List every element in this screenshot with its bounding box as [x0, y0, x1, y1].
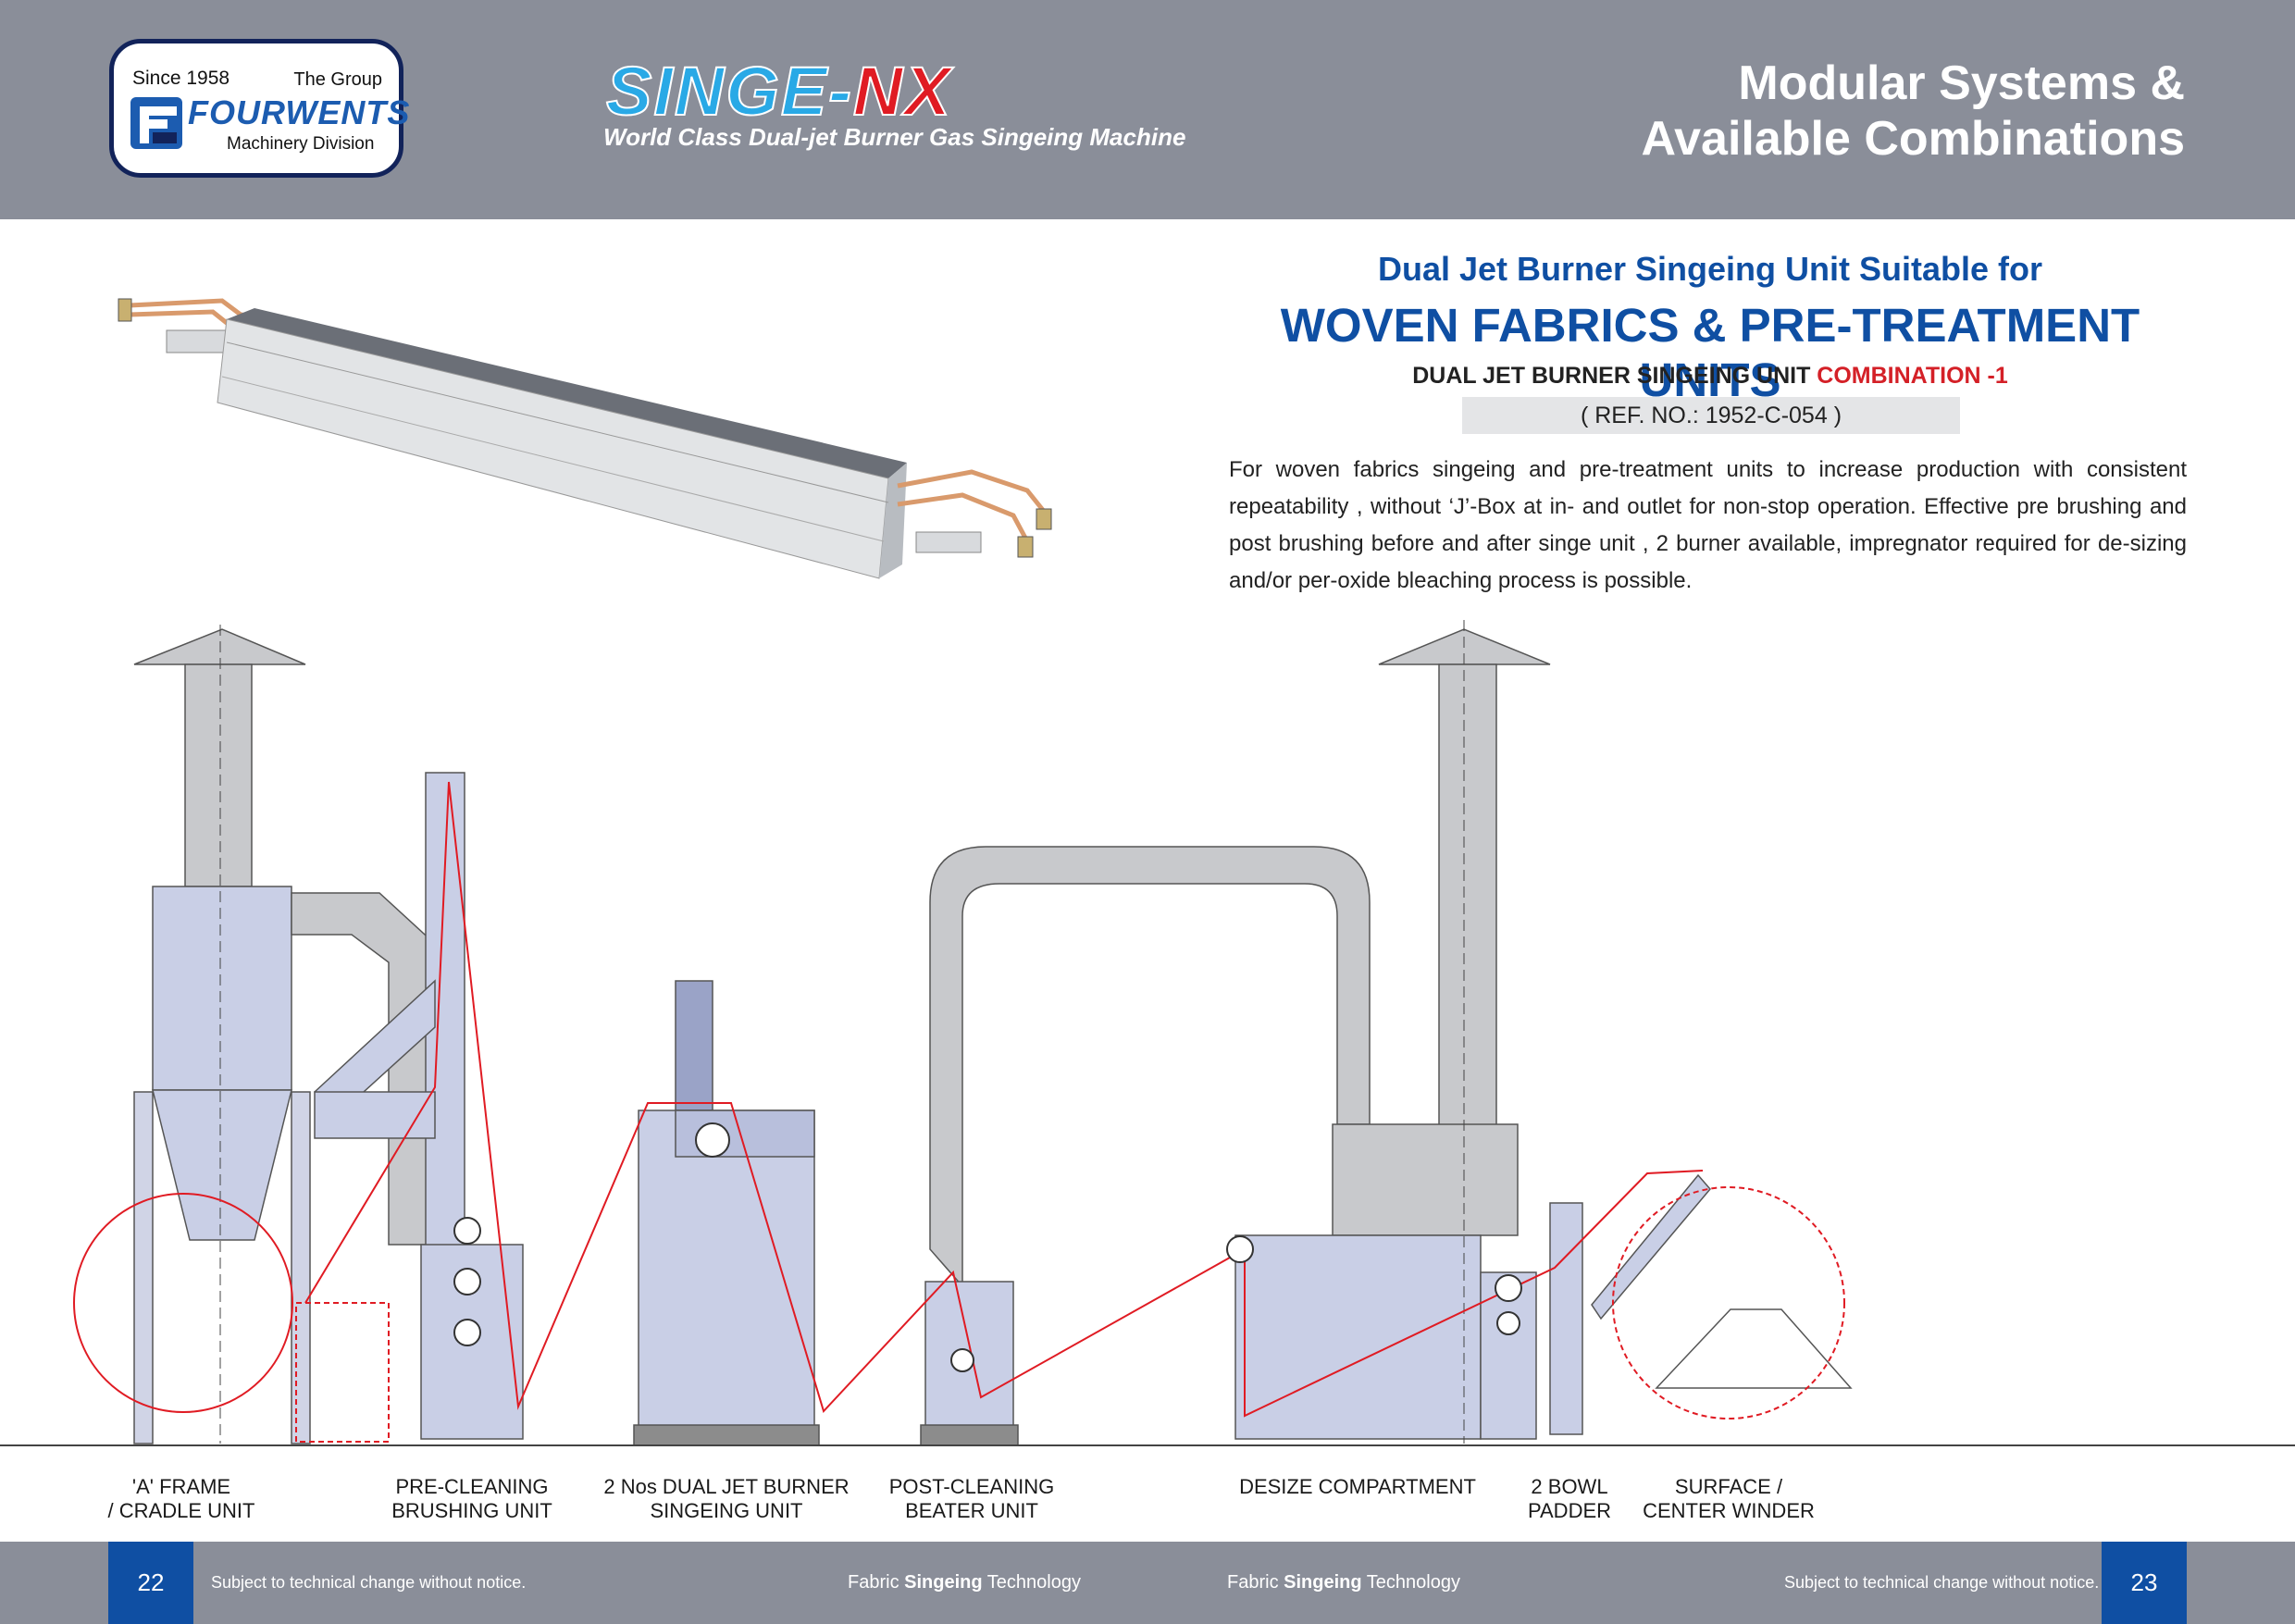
combination-number: COMBINATION -1: [1817, 363, 2008, 389]
page-title-line1: Modular Systems &: [1738, 56, 2185, 110]
page-title: Modular Systems & Available Combinations: [1537, 56, 2185, 167]
combination-heading: DUAL JET BURNER SINGEING UNIT COMBINATIO…: [1229, 363, 2191, 390]
logo-since-text: Since 1958: [132, 68, 230, 89]
footer-tech-right-suffix: Technology: [1361, 1572, 1460, 1593]
footer-tech-right: Fabric Singeing Technology: [1227, 1542, 1460, 1624]
label-post-cleaning-line1: POST-CLEANING: [888, 1475, 1055, 1498]
label-desize: DESIZE COMPARTMENT: [1228, 1475, 1487, 1499]
label-padder: 2 BOWL PADDER: [1440, 1475, 1699, 1523]
label-winder-line1: SURFACE /: [1674, 1475, 1783, 1498]
label-post-cleaning: POST-CLEANING BEATER UNIT: [842, 1475, 1101, 1523]
label-pre-cleaning-line2: BRUSHING UNIT: [391, 1499, 552, 1522]
reference-number: ( REF. NO.: 1952-C-054 ): [1462, 397, 1960, 434]
label-winder: SURFACE / CENTER WINDER: [1599, 1475, 1858, 1523]
label-padder-line1: 2 BOWL: [1531, 1475, 1608, 1498]
company-logo[interactable]: Since 1958 The Group FOURWENTS Machinery…: [109, 39, 409, 178]
dual-jet-burner-image: [118, 298, 1052, 579]
fourwents-logo-icon: [130, 97, 182, 149]
label-singeing-unit-line1: 2 Nos DUAL JET BURNER: [603, 1475, 850, 1498]
footer-tech-right-bold: Singeing: [1284, 1572, 1362, 1593]
page-number-right: 23: [2102, 1542, 2187, 1624]
label-post-cleaning-line2: BEATER UNIT: [905, 1499, 1038, 1522]
process-line-diagram: [0, 620, 2295, 1446]
brand-singe: SINGE-: [605, 53, 853, 130]
logo-name: FOURWENTS: [188, 93, 411, 131]
footer-tech-right-prefix: Fabric: [1227, 1572, 1284, 1593]
label-desize-line1: DESIZE COMPARTMENT: [1239, 1475, 1476, 1498]
logo-division-text: Machinery Division: [227, 134, 375, 154]
footer-tech-left-prefix: Fabric: [848, 1572, 905, 1593]
description-paragraph: For woven fabrics singeing and pre-treat…: [1229, 457, 2187, 593]
label-padder-line2: PADDER: [1527, 1499, 1612, 1522]
page-number-left: 22: [108, 1542, 193, 1624]
label-singeing-unit-line2: SINGEING UNIT: [650, 1499, 803, 1522]
footer-tech-left-bold: Singeing: [904, 1572, 983, 1593]
brand-subtitle: World Class Dual-jet Burner Gas Singeing…: [603, 123, 1186, 151]
label-pre-cleaning-line1: PRE-CLEANING: [395, 1475, 549, 1498]
logo-group-text: The Group: [293, 69, 382, 90]
label-a-frame-line1: 'A' FRAME: [131, 1475, 231, 1498]
footer-bar: 22 Subject to technical change without n…: [0, 1542, 2295, 1624]
label-a-frame-line2: / CRADLE UNIT: [107, 1499, 255, 1522]
footer-note-left: Subject to technical change without noti…: [211, 1573, 527, 1592]
brand-logo: SINGE-NX: [605, 56, 952, 127]
label-pre-cleaning: PRE-CLEANING BRUSHING UNIT: [342, 1475, 602, 1523]
combination-prefix: DUAL JET BURNER SINGEING UNIT: [1412, 363, 1817, 389]
label-a-frame: 'A' FRAME / CRADLE UNIT: [52, 1475, 311, 1523]
content-subtitle: Dual Jet Burner Singeing Unit Suitable f…: [1377, 250, 2043, 288]
label-winder-line2: CENTER WINDER: [1643, 1499, 1815, 1522]
page-title-line2: Available Combinations: [1641, 112, 2185, 166]
footer-tech-left: Fabric Singeing Technology: [848, 1542, 1081, 1624]
brand-nx: NX: [852, 53, 952, 130]
label-singeing-unit: 2 Nos DUAL JET BURNER SINGEING UNIT: [597, 1475, 856, 1523]
footer-tech-left-suffix: Technology: [982, 1572, 1081, 1593]
footer-note-right: Subject to technical change without noti…: [1784, 1573, 2100, 1592]
header-bar: Since 1958 The Group FOURWENTS Machinery…: [0, 0, 2295, 219]
content-title: WOVEN FABRICS & PRE-TREATMENT UNITS: [1280, 299, 2140, 406]
